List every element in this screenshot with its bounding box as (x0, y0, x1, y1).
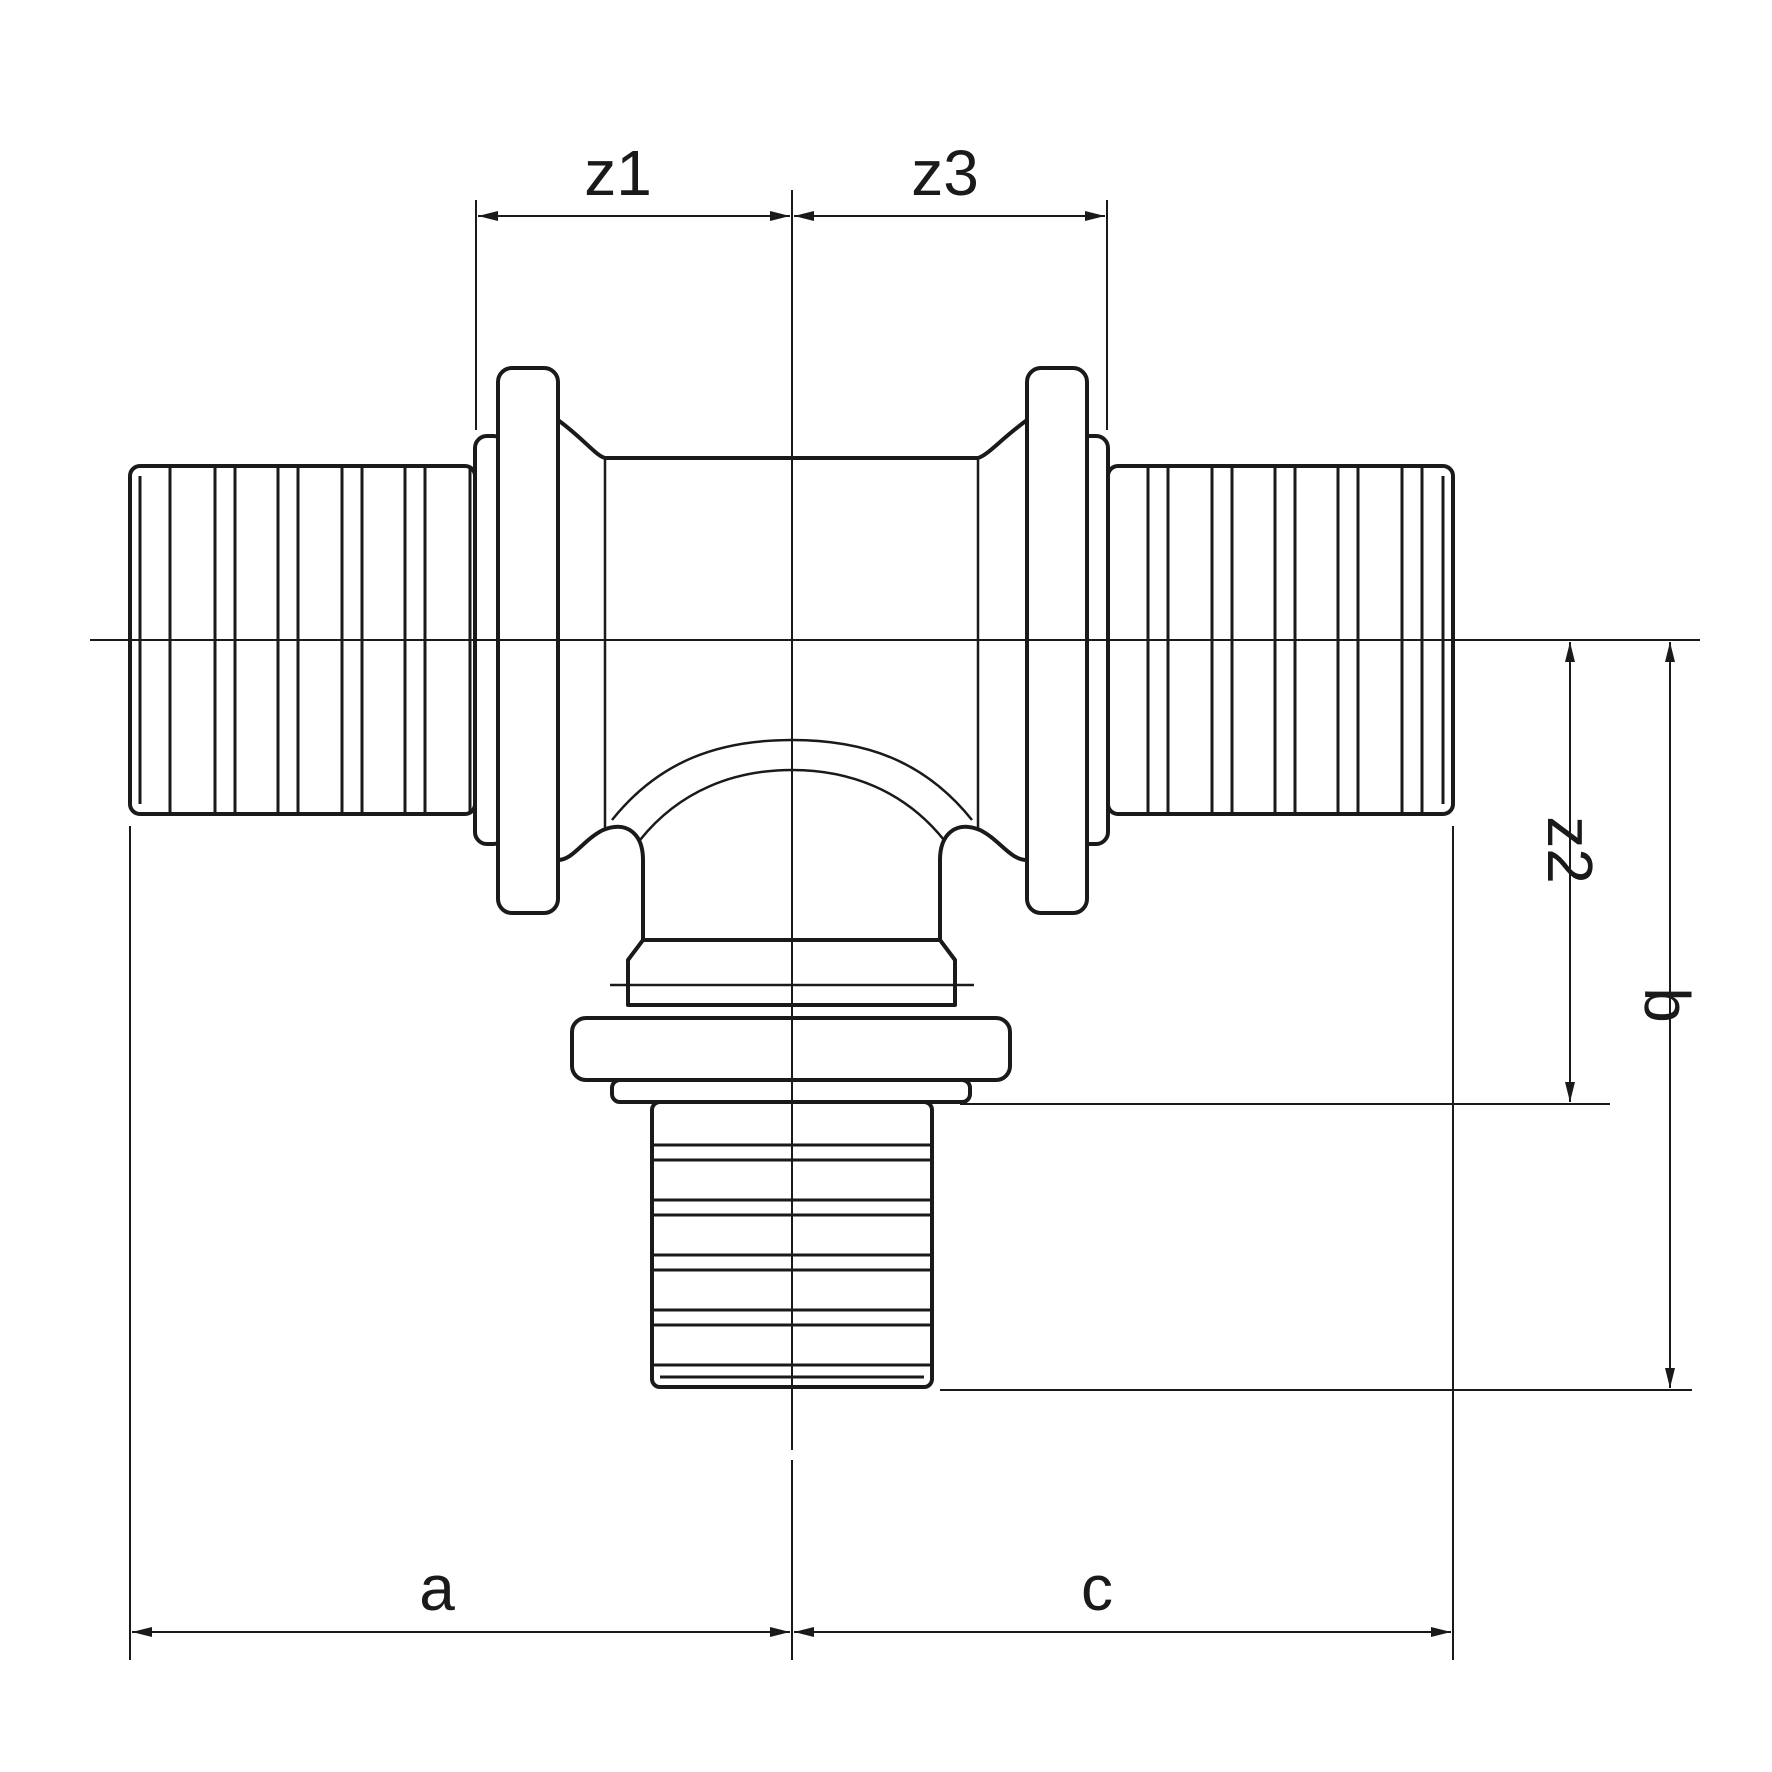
center-lines (90, 190, 1700, 1660)
label-a: a (419, 1552, 455, 1624)
extension-lines (129, 200, 1692, 1660)
label-b: b (1631, 987, 1703, 1023)
label-z2: z2 (1534, 816, 1606, 884)
label-z3: z3 (911, 137, 979, 209)
dimension-lines (132, 211, 1675, 1637)
label-c: c (1081, 1552, 1113, 1624)
label-z1: z1 (584, 137, 652, 209)
